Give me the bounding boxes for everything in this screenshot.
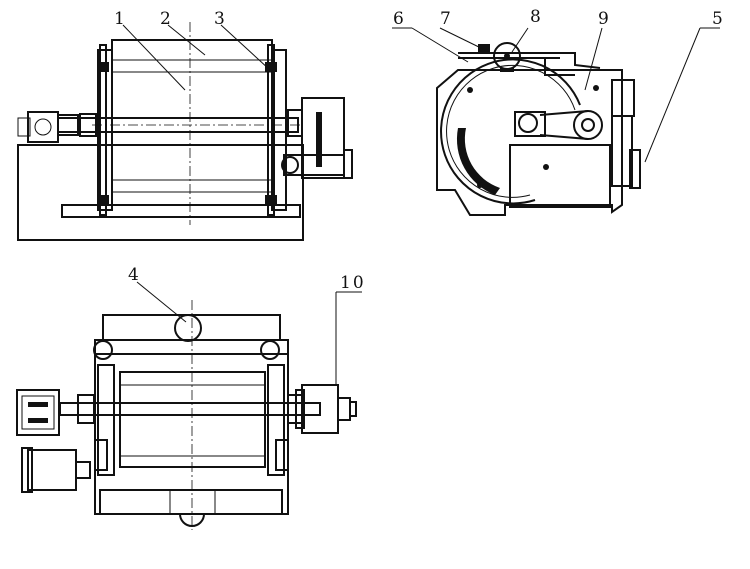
callout-4: 4 xyxy=(128,265,141,285)
plan-top-nozzle xyxy=(174,314,202,342)
pulley xyxy=(573,110,603,140)
callout-1: 1 xyxy=(114,9,127,29)
plan-top-frame xyxy=(102,314,281,341)
callout-3: 3 xyxy=(214,9,227,29)
gear-motor xyxy=(27,111,59,143)
drum-right-frame xyxy=(271,49,287,211)
side-housing xyxy=(436,69,623,216)
callout-9: 9 xyxy=(598,9,611,29)
callout-leaders xyxy=(122,24,720,385)
front-view xyxy=(17,22,353,241)
callouts: 1 2 3 4 5 6 7 8 9 10 xyxy=(114,7,725,293)
side-drum xyxy=(440,58,581,205)
plan-gearbox xyxy=(16,389,60,436)
drive-base xyxy=(509,144,611,208)
front-base-slab xyxy=(17,144,304,241)
plan-motor xyxy=(27,449,77,491)
plan-view xyxy=(16,300,357,530)
discharge-hopper xyxy=(301,97,345,179)
callout-6: 6 xyxy=(393,9,406,29)
side-view xyxy=(436,42,641,216)
side-motor xyxy=(514,111,546,137)
plan-drum xyxy=(119,371,266,468)
callout-5: 5 xyxy=(712,9,725,29)
callout-7: 7 xyxy=(440,9,453,29)
callout-10: 10 xyxy=(340,273,366,293)
callout-8: 8 xyxy=(530,7,543,27)
callout-2: 2 xyxy=(160,9,173,29)
